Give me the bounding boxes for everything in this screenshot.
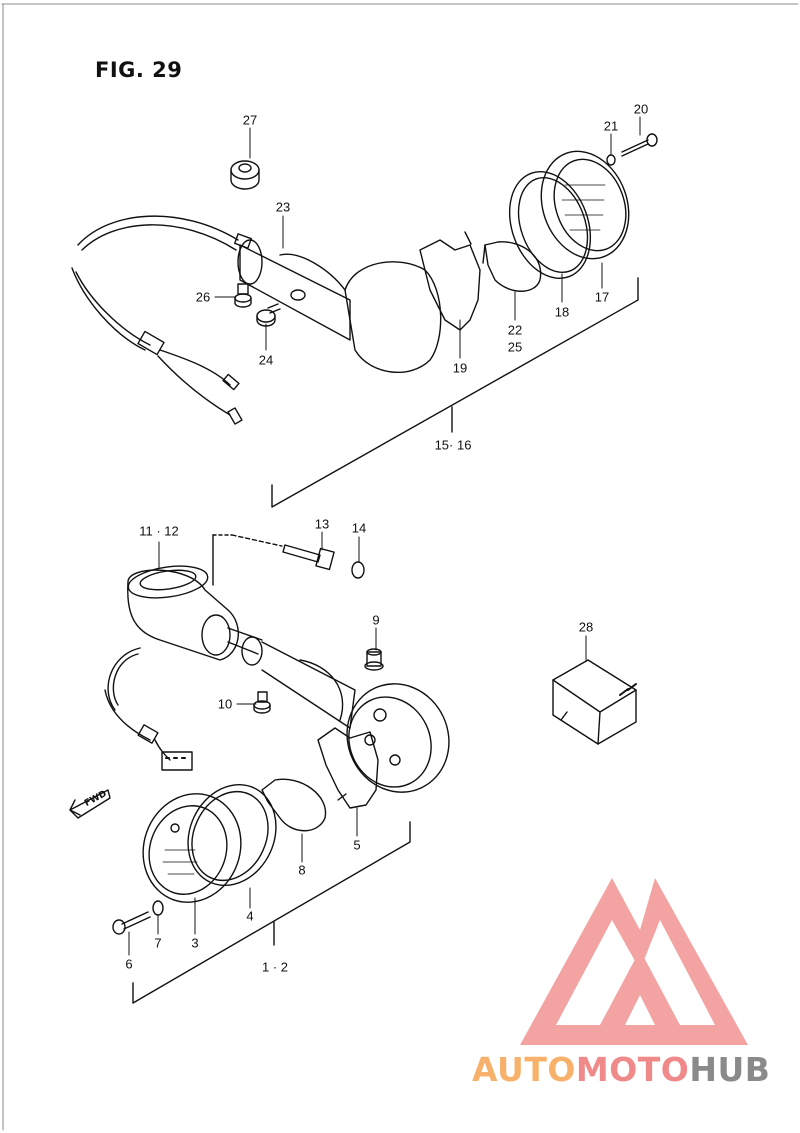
watermark-auto: AUTO bbox=[472, 1050, 576, 1089]
bolt-part-13 bbox=[282, 544, 335, 571]
assembly-bracket-15-16 bbox=[271, 277, 639, 508]
callout-6: 6 bbox=[125, 956, 133, 972]
bulb-part-8 bbox=[261, 778, 327, 832]
callout-19: 19 bbox=[452, 360, 468, 376]
automotohub-logo-icon bbox=[520, 878, 748, 1045]
callout-3: 3 bbox=[191, 935, 199, 951]
callout-28: 28 bbox=[578, 619, 594, 635]
turn-signal-body-part-23 bbox=[234, 233, 442, 374]
callout-8: 8 bbox=[298, 862, 306, 878]
lamp-housing bbox=[346, 683, 450, 793]
callout-11-12: 11 · 12 bbox=[139, 523, 179, 539]
lens-part-17 bbox=[540, 150, 630, 260]
screw-part-9 bbox=[364, 648, 384, 671]
bulb-socket-part-19 bbox=[419, 231, 481, 331]
wire-harness-upper bbox=[71, 215, 243, 425]
bulb-part-22 bbox=[482, 241, 542, 292]
callout-23: 23 bbox=[275, 199, 291, 215]
callout-22: 22 bbox=[507, 322, 523, 338]
callout-9: 9 bbox=[372, 612, 380, 628]
lens-gasket-part-4 bbox=[187, 783, 277, 887]
watermark-moto: MOTO bbox=[575, 1050, 690, 1089]
lens-gasket-part-18 bbox=[508, 171, 592, 279]
callout-17: 17 bbox=[594, 289, 610, 305]
leader-lines bbox=[128, 116, 641, 956]
washer-part-21 bbox=[606, 154, 616, 166]
callout-7: 7 bbox=[154, 935, 162, 951]
screw-part-6 bbox=[112, 911, 151, 935]
screw-part-10 bbox=[253, 691, 271, 714]
watermark-text: AUTOMOTOHUB bbox=[472, 1050, 770, 1089]
screw-part-26 bbox=[234, 283, 252, 308]
callout-18: 18 bbox=[554, 304, 570, 320]
nut-part-14 bbox=[351, 561, 365, 579]
screw-part-20 bbox=[621, 133, 658, 157]
callout-13: 13 bbox=[314, 516, 330, 532]
assembly-bracket-1-2 bbox=[132, 821, 411, 1004]
turn-signal-stem bbox=[227, 627, 356, 729]
forward-direction-arrow bbox=[69, 789, 111, 819]
callout-27: 27 bbox=[242, 112, 258, 128]
callout-24: 24 bbox=[258, 352, 274, 368]
callout-5: 5 bbox=[353, 837, 361, 853]
callout-4: 4 bbox=[246, 908, 254, 924]
callout-20: 20 bbox=[633, 101, 649, 117]
callout-1-2: 1 · 2 bbox=[261, 959, 289, 975]
watermark-hub: HUB bbox=[689, 1050, 771, 1089]
lens-part-3 bbox=[142, 793, 242, 903]
callout-14: 14 bbox=[351, 520, 367, 536]
callout-10: 10 bbox=[217, 696, 233, 712]
callout-26: 26 bbox=[195, 289, 211, 305]
wire-harness-lower bbox=[104, 647, 193, 771]
figure-title: FIG. 29 bbox=[95, 58, 183, 82]
callout-21: 21 bbox=[603, 118, 619, 134]
bulb-socket-part-5 bbox=[317, 727, 379, 809]
callout-25: 25 bbox=[507, 339, 523, 355]
washer-part-7 bbox=[152, 900, 164, 916]
relay-part-28 bbox=[552, 659, 637, 745]
callout-15-16: 15· 16 bbox=[434, 437, 472, 453]
grommet-part-27 bbox=[230, 160, 260, 190]
screw-part-24 bbox=[256, 303, 281, 327]
